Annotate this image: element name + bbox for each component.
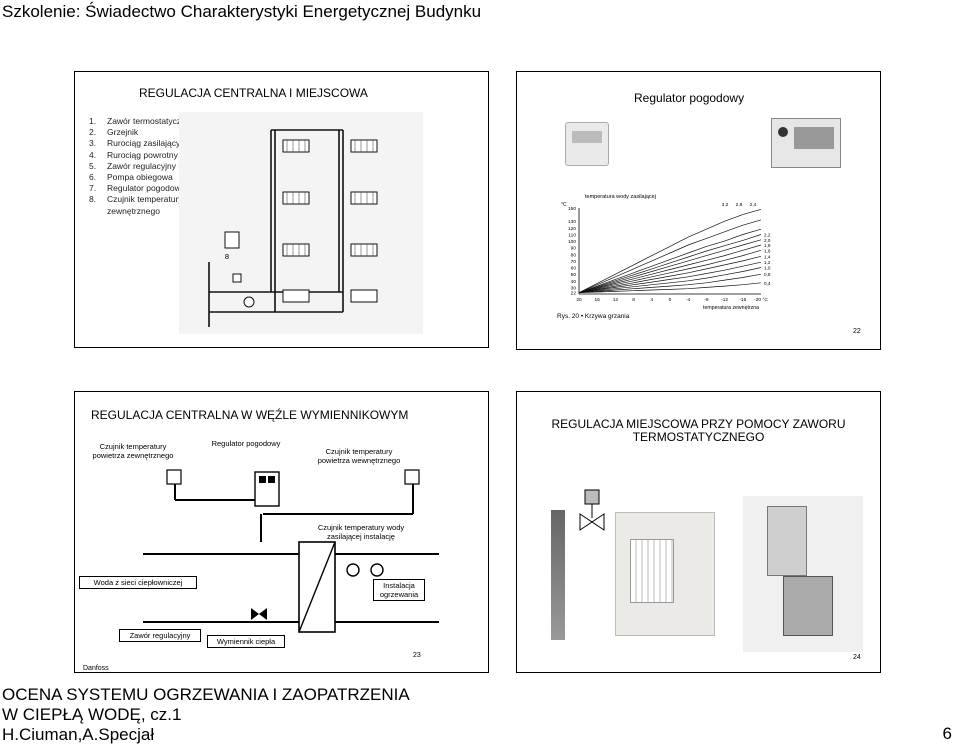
regulator-device-image (565, 122, 609, 166)
outdoor-sensor-label: Czujnik temperatury powietrza zewnętrzne… (85, 442, 181, 460)
series-line (579, 240, 761, 293)
y-tick-label: 22 (571, 291, 577, 297)
legend-item-number: 2. (89, 127, 107, 138)
slide-number: 24 (853, 654, 861, 661)
series-label: 2,2 (764, 232, 771, 237)
series-label: 1,0 (764, 266, 771, 271)
slide-local-thermostatic-valve: REGULACJA MIEJSCOWA PRZY POMOCY ZAWORU T… (516, 391, 881, 673)
series-line (579, 229, 761, 293)
slide-title-line-2: TERMOSTATYCZNEGO (517, 431, 880, 444)
series-line (579, 262, 761, 293)
x-axis-label: temperatura zewnętrzna (703, 305, 759, 311)
y-tick-label: 80 (571, 252, 577, 258)
legend-item-text: zewnętrznego (107, 206, 160, 216)
brand-label: Danfoss (83, 665, 109, 672)
series-label: 2,8 (736, 202, 743, 208)
footer-line-3: H.Ciuman,A.Specjał (2, 725, 410, 745)
slide-title: REGULACJA MIEJSCOWA PRZY POMOCY ZAWORU T… (517, 418, 880, 444)
radiator-photo (615, 512, 715, 636)
footer-line-2: W CIEPŁĄ WODĘ, cz.1 (2, 705, 410, 725)
heating-system-schematic (179, 112, 423, 334)
x-tick-label: 0 (669, 297, 672, 303)
legend-item-number: 1. (89, 116, 107, 127)
x-tick-label: -8 (704, 297, 709, 303)
slide-title: Regulator pogodowy (634, 91, 744, 105)
y-tick-label: 40 (571, 279, 577, 285)
slide-central-local-regulation: REGULACJA CENTRALNA I MIEJSCOWA 1.Zawór … (74, 71, 489, 348)
x-tick-label: -16 (739, 297, 746, 303)
document-header: Szkolenie: Świadectwo Charakterystyki En… (2, 2, 481, 22)
x-tick-label: -12 (721, 297, 728, 303)
y-tick-label: 130 (568, 219, 576, 225)
series-label: 3,2 (722, 202, 729, 208)
y-tick-label: 110 (568, 232, 576, 238)
series-line (579, 256, 761, 292)
series-label: 2,4 (750, 202, 757, 208)
legend-item-number: 3. (89, 138, 107, 149)
y-tick-label: 60 (571, 266, 577, 272)
y-tick-label: 30 (571, 285, 577, 291)
series-label: 0,4 (764, 281, 771, 286)
slide-central-regulation-substation: REGULACJA CENTRALNA W WĘŹLE WYMIENNIKOWY… (74, 391, 489, 673)
x-tick-label: 16 (595, 297, 601, 303)
series-label: 1,4 (764, 254, 771, 259)
installation-label: Instalacja ogrzewania (373, 579, 425, 601)
thermostatic-valve-cutaway-image (743, 496, 863, 652)
district-water-label: Woda z sieci ciepłowniczej (79, 576, 197, 589)
slide-number: 23 (413, 652, 421, 659)
y-tick-label: 100 (568, 239, 576, 245)
series-line (579, 235, 761, 293)
series-label: 1,6 (764, 248, 771, 253)
legend-item-number: 5. (89, 161, 107, 172)
y-tick-label: 70 (571, 259, 577, 265)
slide-title: REGULACJA CENTRALNA I MIEJSCOWA (139, 86, 368, 100)
temperature-gradient-bar (551, 510, 565, 640)
series-line (579, 220, 761, 293)
heat-exchanger-label: Wymiennik ciepła (207, 635, 285, 648)
legend-item-number: 4. (89, 150, 107, 161)
slide-number: 22 (853, 328, 861, 335)
legend-item-text: Regulator pogodowy (107, 183, 185, 193)
valve-symbol (577, 488, 607, 538)
x-tick-label: -20 °C (754, 297, 768, 303)
series-label: 1,8 (764, 243, 771, 248)
series-label: 1,2 (764, 260, 771, 265)
y-tick-label: 150 (568, 206, 576, 212)
page-number: 6 (943, 724, 952, 744)
regulator-label: Regulator pogodowy (211, 439, 281, 448)
series-label: 2,0 (764, 238, 771, 243)
x-tick-label: 4 (650, 297, 653, 303)
y-tick-label: 120 (568, 226, 576, 232)
legend-item-text: Zawór termostatyczny (107, 116, 190, 126)
series-line (579, 209, 761, 292)
supply-sensor-label: Czujnik temperatury wody zasilającej ins… (303, 523, 419, 541)
legend-item-number: 8. (89, 194, 107, 205)
y-tick-label: 50 (571, 272, 577, 278)
y-tick-label: 90 (571, 246, 577, 252)
legend-item-number: 7. (89, 183, 107, 194)
heating-curve-svg: temperatura wody zasilającej°C1501301201… (555, 190, 791, 312)
controller-device-image (771, 118, 841, 168)
sensor-8-label: 8 (221, 252, 233, 261)
x-tick-label: -4 (686, 297, 691, 303)
document-footer: OCENA SYSTEMU OGRZEWANIA I ZAOPATRZENIA … (2, 685, 410, 745)
chart-title: temperatura wody zasilającej (585, 194, 656, 200)
legend-item-text: Rurociąg zasilający (107, 138, 180, 148)
slide-title: REGULACJA CENTRALNA W WĘŹLE WYMIENNIKOWY… (91, 408, 408, 422)
footer-line-1: OCENA SYSTEMU OGRZEWANIA I ZAOPATRZENIA (2, 685, 410, 705)
legend-item-text: Rurociąg powrotny (107, 150, 178, 160)
x-tick-label: 8 (632, 297, 635, 303)
x-tick-label: 20 (576, 297, 582, 303)
chart-caption: Rys. 20 • Krzywa grzania (557, 313, 629, 320)
legend-item-text: Grzejnik (107, 127, 138, 137)
slide-weather-regulator: Regulator pogodowy temperatura wody zasi… (516, 71, 881, 350)
series-label: 0,8 (764, 272, 771, 277)
control-valve-label: Zawór regulacyjny (119, 629, 201, 642)
y-axis-label: °C (561, 202, 567, 208)
legend-item-text: Pompa obiegowa (107, 172, 173, 182)
legend-item-number: 6. (89, 172, 107, 183)
x-tick-label: 12 (613, 297, 619, 303)
